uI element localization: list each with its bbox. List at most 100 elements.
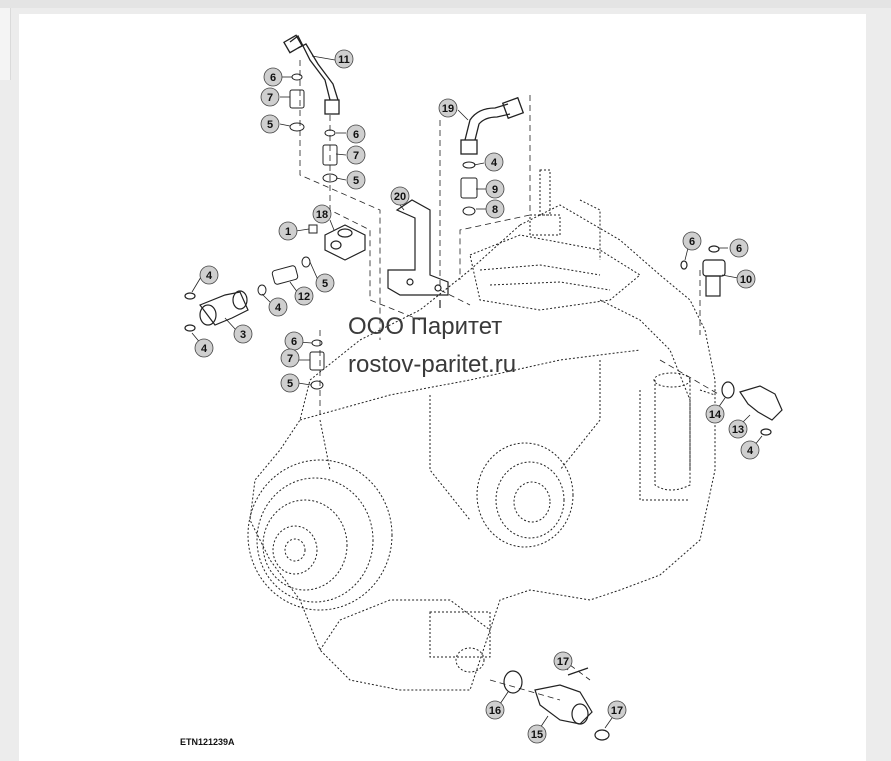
pipe-19 (460, 96, 525, 155)
callout-circle (705, 404, 725, 424)
callout-number: 5 (287, 378, 293, 390)
callout-circle (268, 297, 288, 317)
bracket-20 (387, 199, 449, 308)
callout-number: 5 (353, 175, 359, 187)
callout-circle (346, 170, 366, 190)
callout-circle (740, 440, 760, 460)
callout-circle (485, 199, 505, 219)
pipe-11 (283, 34, 340, 115)
callout-number: 16 (489, 705, 501, 717)
callout-3: 3 (233, 324, 253, 344)
callout-number: 5 (322, 278, 328, 290)
filter-canister (653, 372, 691, 491)
callout-5: 5 (260, 114, 280, 134)
elbow-15 (503, 667, 610, 741)
callout-5: 5 (346, 170, 366, 190)
callout-17: 17 (553, 651, 573, 671)
callout-number: 11 (338, 54, 350, 66)
callout-8: 8 (485, 199, 505, 219)
callout-circle (346, 145, 366, 165)
callout-number: 19 (442, 103, 454, 115)
callout-number: 4 (201, 343, 208, 355)
figure-id-label: ETN121239A (180, 737, 235, 747)
callout-6: 6 (729, 238, 749, 258)
callout-number: 4 (275, 302, 282, 314)
watermark-site: rostov-paritet.ru (348, 351, 517, 378)
callout-circle (312, 204, 332, 224)
callout-6: 6 (346, 124, 366, 144)
callout-number: 7 (287, 353, 293, 365)
callout-circle (527, 724, 547, 744)
callout-number: 6 (291, 336, 297, 348)
callout-6: 6 (284, 331, 304, 351)
callout-1: 1 (278, 221, 298, 241)
callout-circle (199, 265, 219, 285)
callout-circle (728, 419, 748, 439)
leader-lines (191, 55, 763, 729)
callout-number: 10 (740, 274, 752, 286)
callout-number: 7 (353, 150, 359, 162)
callout-number: 1 (285, 226, 291, 238)
tee-fitting-10 (680, 245, 726, 297)
callout-circle (294, 286, 314, 306)
plug-1 (308, 224, 318, 234)
callout-14: 14 (705, 404, 725, 424)
callout-circle (233, 324, 253, 344)
callout-number: 6 (353, 129, 359, 141)
callout-12: 12 (294, 286, 314, 306)
bottom-connector-block (429, 611, 491, 673)
diagram-sheet (19, 14, 866, 761)
callout-number: 4 (206, 270, 213, 282)
callout-number: 18 (316, 209, 328, 221)
callout-15: 15 (527, 724, 547, 744)
callout-number: 15 (531, 729, 543, 741)
callout-number: 6 (270, 72, 276, 84)
callout-number: 4 (491, 157, 498, 169)
callout-number: 6 (736, 243, 742, 255)
callout-5: 5 (315, 273, 335, 293)
callout-4: 4 (199, 265, 219, 285)
fitting-stack-upper-left (289, 73, 305, 132)
control-valve-block (469, 169, 641, 311)
watermark-company: ООО Паритет (348, 313, 503, 340)
callout-4: 4 (194, 338, 214, 358)
callout-6: 6 (682, 231, 702, 251)
valve-block-18 (324, 224, 366, 261)
callout-circle (280, 373, 300, 393)
callout-number: 5 (267, 119, 273, 131)
callout-circle (334, 49, 354, 69)
callout-number: 6 (689, 236, 695, 248)
callout-circle (278, 221, 298, 241)
callout-layer: 1167567519498201815124434675661014134171… (194, 49, 760, 744)
callout-18: 18 (312, 204, 332, 224)
transmission-housing (249, 199, 716, 691)
callout-circle (682, 231, 702, 251)
callout-number: 3 (240, 329, 246, 341)
callout-circle (729, 238, 749, 258)
fitting-stack-center (309, 339, 325, 390)
drive-pulley (247, 459, 393, 611)
elbow-3 (184, 290, 249, 332)
callout-number: 8 (492, 204, 498, 216)
callout-circle (484, 152, 504, 172)
callout-number: 14 (709, 409, 722, 421)
callout-circle (260, 114, 280, 134)
callout-7: 7 (346, 145, 366, 165)
callout-4: 4 (268, 297, 288, 317)
callout-7: 7 (260, 87, 280, 107)
callout-number: 17 (611, 705, 623, 717)
side-panel-strip (0, 8, 11, 80)
callout-circle (485, 700, 505, 720)
callout-number: 13 (732, 424, 744, 436)
fitting-stack-right (460, 161, 478, 216)
callout-10: 10 (736, 269, 756, 289)
callout-13: 13 (728, 419, 748, 439)
callout-circle (607, 700, 627, 720)
browser-top-bar (0, 0, 891, 8)
callout-5: 5 (280, 373, 300, 393)
callout-4: 4 (740, 440, 760, 460)
callout-circle (438, 98, 458, 118)
callout-11: 11 (334, 49, 354, 69)
callout-6: 6 (263, 67, 283, 87)
